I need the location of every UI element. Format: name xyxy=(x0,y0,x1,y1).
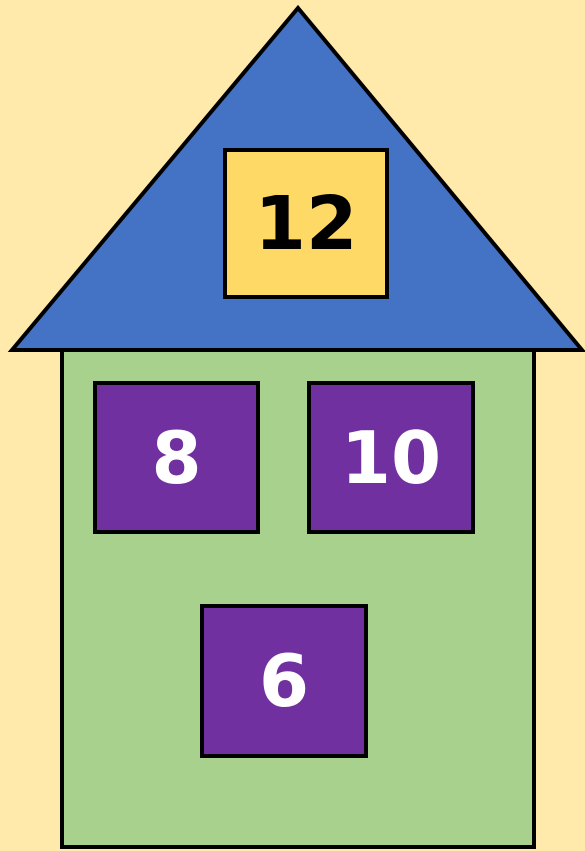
body-number-3: 6 xyxy=(259,645,309,717)
body-number-1: 8 xyxy=(151,422,201,494)
body-number-2: 10 xyxy=(341,422,441,494)
body-number-box-2: 10 xyxy=(307,381,475,534)
body-number-box-1: 8 xyxy=(93,381,260,534)
roof-number: 12 xyxy=(255,187,358,261)
body-number-box-3: 6 xyxy=(200,604,368,758)
roof-number-box: 12 xyxy=(223,148,389,299)
